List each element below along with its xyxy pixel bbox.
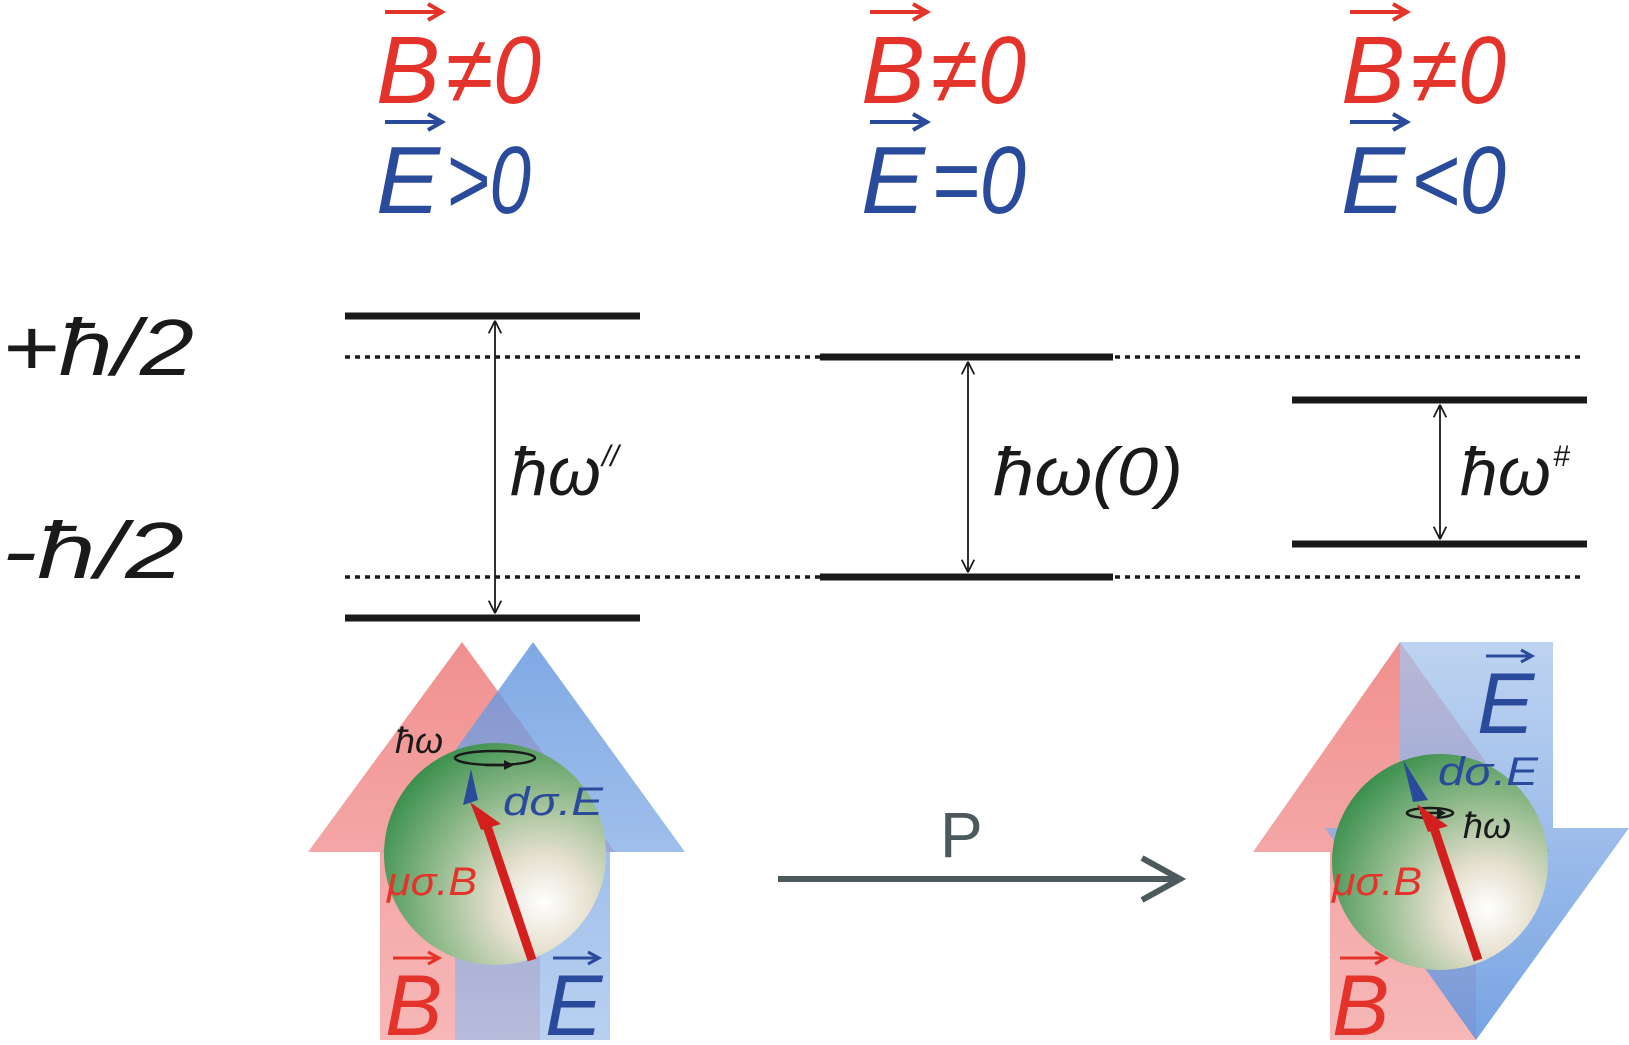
spin-vector-head: [1417, 804, 1448, 832]
b-field-symbol: B: [861, 17, 925, 124]
edm-term-label: dσ.E: [1438, 750, 1540, 794]
column-3-header: B ≠0 E <0: [1341, 2, 1506, 234]
column-1-header: B ≠0 E >0: [376, 2, 541, 234]
b-vector-arrowhead: [427, 2, 447, 22]
spin-vector: [480, 818, 537, 962]
e-field-symbol: E: [376, 127, 441, 234]
b-label-vector-head: [1374, 950, 1390, 966]
spin-vector-head: [470, 802, 501, 830]
right-particle-figure: ħω dσ.E μσ.B E B: [1253, 642, 1629, 1045]
splitting-label-col3: ħω: [1460, 434, 1551, 510]
b-field-relation: ≠0: [446, 17, 541, 124]
precession-label: ħω: [1463, 805, 1511, 846]
particle-sphere: [1332, 754, 1548, 970]
e-field-label: E: [545, 958, 604, 1040]
precession-direction-head: [504, 760, 514, 770]
e-field-relation: =0: [931, 127, 1026, 234]
precession-direction-head: [1437, 808, 1446, 818]
e-field-label: E: [1477, 656, 1536, 752]
e-field-symbol: E: [861, 127, 926, 234]
mdm-term-label: μσ.B: [386, 860, 477, 904]
column-2-header: B ≠0 E =0: [861, 2, 1026, 234]
e-label-vector-head: [587, 950, 603, 966]
splitting-superscript-col3: #: [1553, 440, 1570, 473]
e-vector-arrowhead: [1392, 112, 1412, 132]
spin-vector: [1427, 820, 1483, 962]
b-vector-arrowhead: [1392, 2, 1412, 22]
left-particle-figure: ħω dσ.E μσ.B B E: [308, 642, 685, 1045]
e-label-vector-head: [1520, 648, 1536, 664]
parity-arrow-head: [1140, 855, 1187, 903]
b-field-relation: ≠0: [1411, 17, 1506, 124]
edm-term-label: dσ.E: [503, 780, 605, 824]
e-vector-arrowhead: [912, 112, 932, 132]
b-field-label: B: [385, 958, 442, 1040]
b-field-label: B: [1332, 958, 1389, 1040]
lower-level-label: -ħ/2: [2, 506, 184, 595]
edm-tilt-wedge: [1403, 760, 1428, 802]
precession-label: ħω: [395, 720, 443, 761]
energy-levels: [345, 312, 1587, 622]
b-field-symbol: B: [376, 17, 440, 124]
splitting-arrows: [495, 322, 1440, 612]
parity-label: P: [940, 799, 983, 871]
edm-tilt-wedge: [463, 769, 478, 805]
e-vector-arrowhead: [427, 112, 447, 132]
b-label-vector-head: [427, 950, 443, 966]
splitting-superscript-col1: //: [600, 440, 621, 473]
b-vector-arrowhead: [912, 2, 932, 22]
column-headers: B ≠0 E >0 B ≠0 E =0 B ≠0 E <0: [376, 2, 1506, 234]
mdm-term-label: μσ.B: [1331, 860, 1422, 904]
parity-transform: P: [778, 799, 1187, 903]
e-field-symbol: E: [1341, 127, 1406, 234]
b-field-relation: ≠0: [931, 17, 1026, 124]
splitting-label-col2: ħω(0): [993, 434, 1183, 510]
b-field-symbol: B: [1341, 17, 1405, 124]
splitting-label-col1: ħω: [510, 434, 601, 510]
upper-level-label: +ħ/2: [2, 303, 194, 392]
e-field-relation: >0: [446, 127, 531, 234]
e-field-relation: <0: [1411, 127, 1506, 234]
